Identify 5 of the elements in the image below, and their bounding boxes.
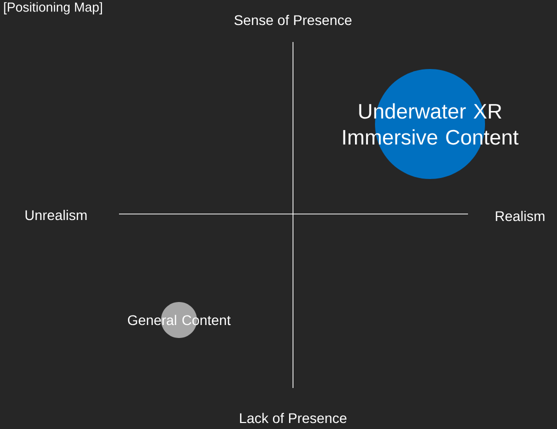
axis-label: Sense of Presence	[234, 14, 352, 26]
axis-label: Unrealism	[26, 210, 87, 220]
axis-label: Lack of Presence	[240, 412, 346, 424]
axis-label: Realism	[496, 210, 544, 222]
title: [Positioning Map]	[4, 2, 102, 14]
